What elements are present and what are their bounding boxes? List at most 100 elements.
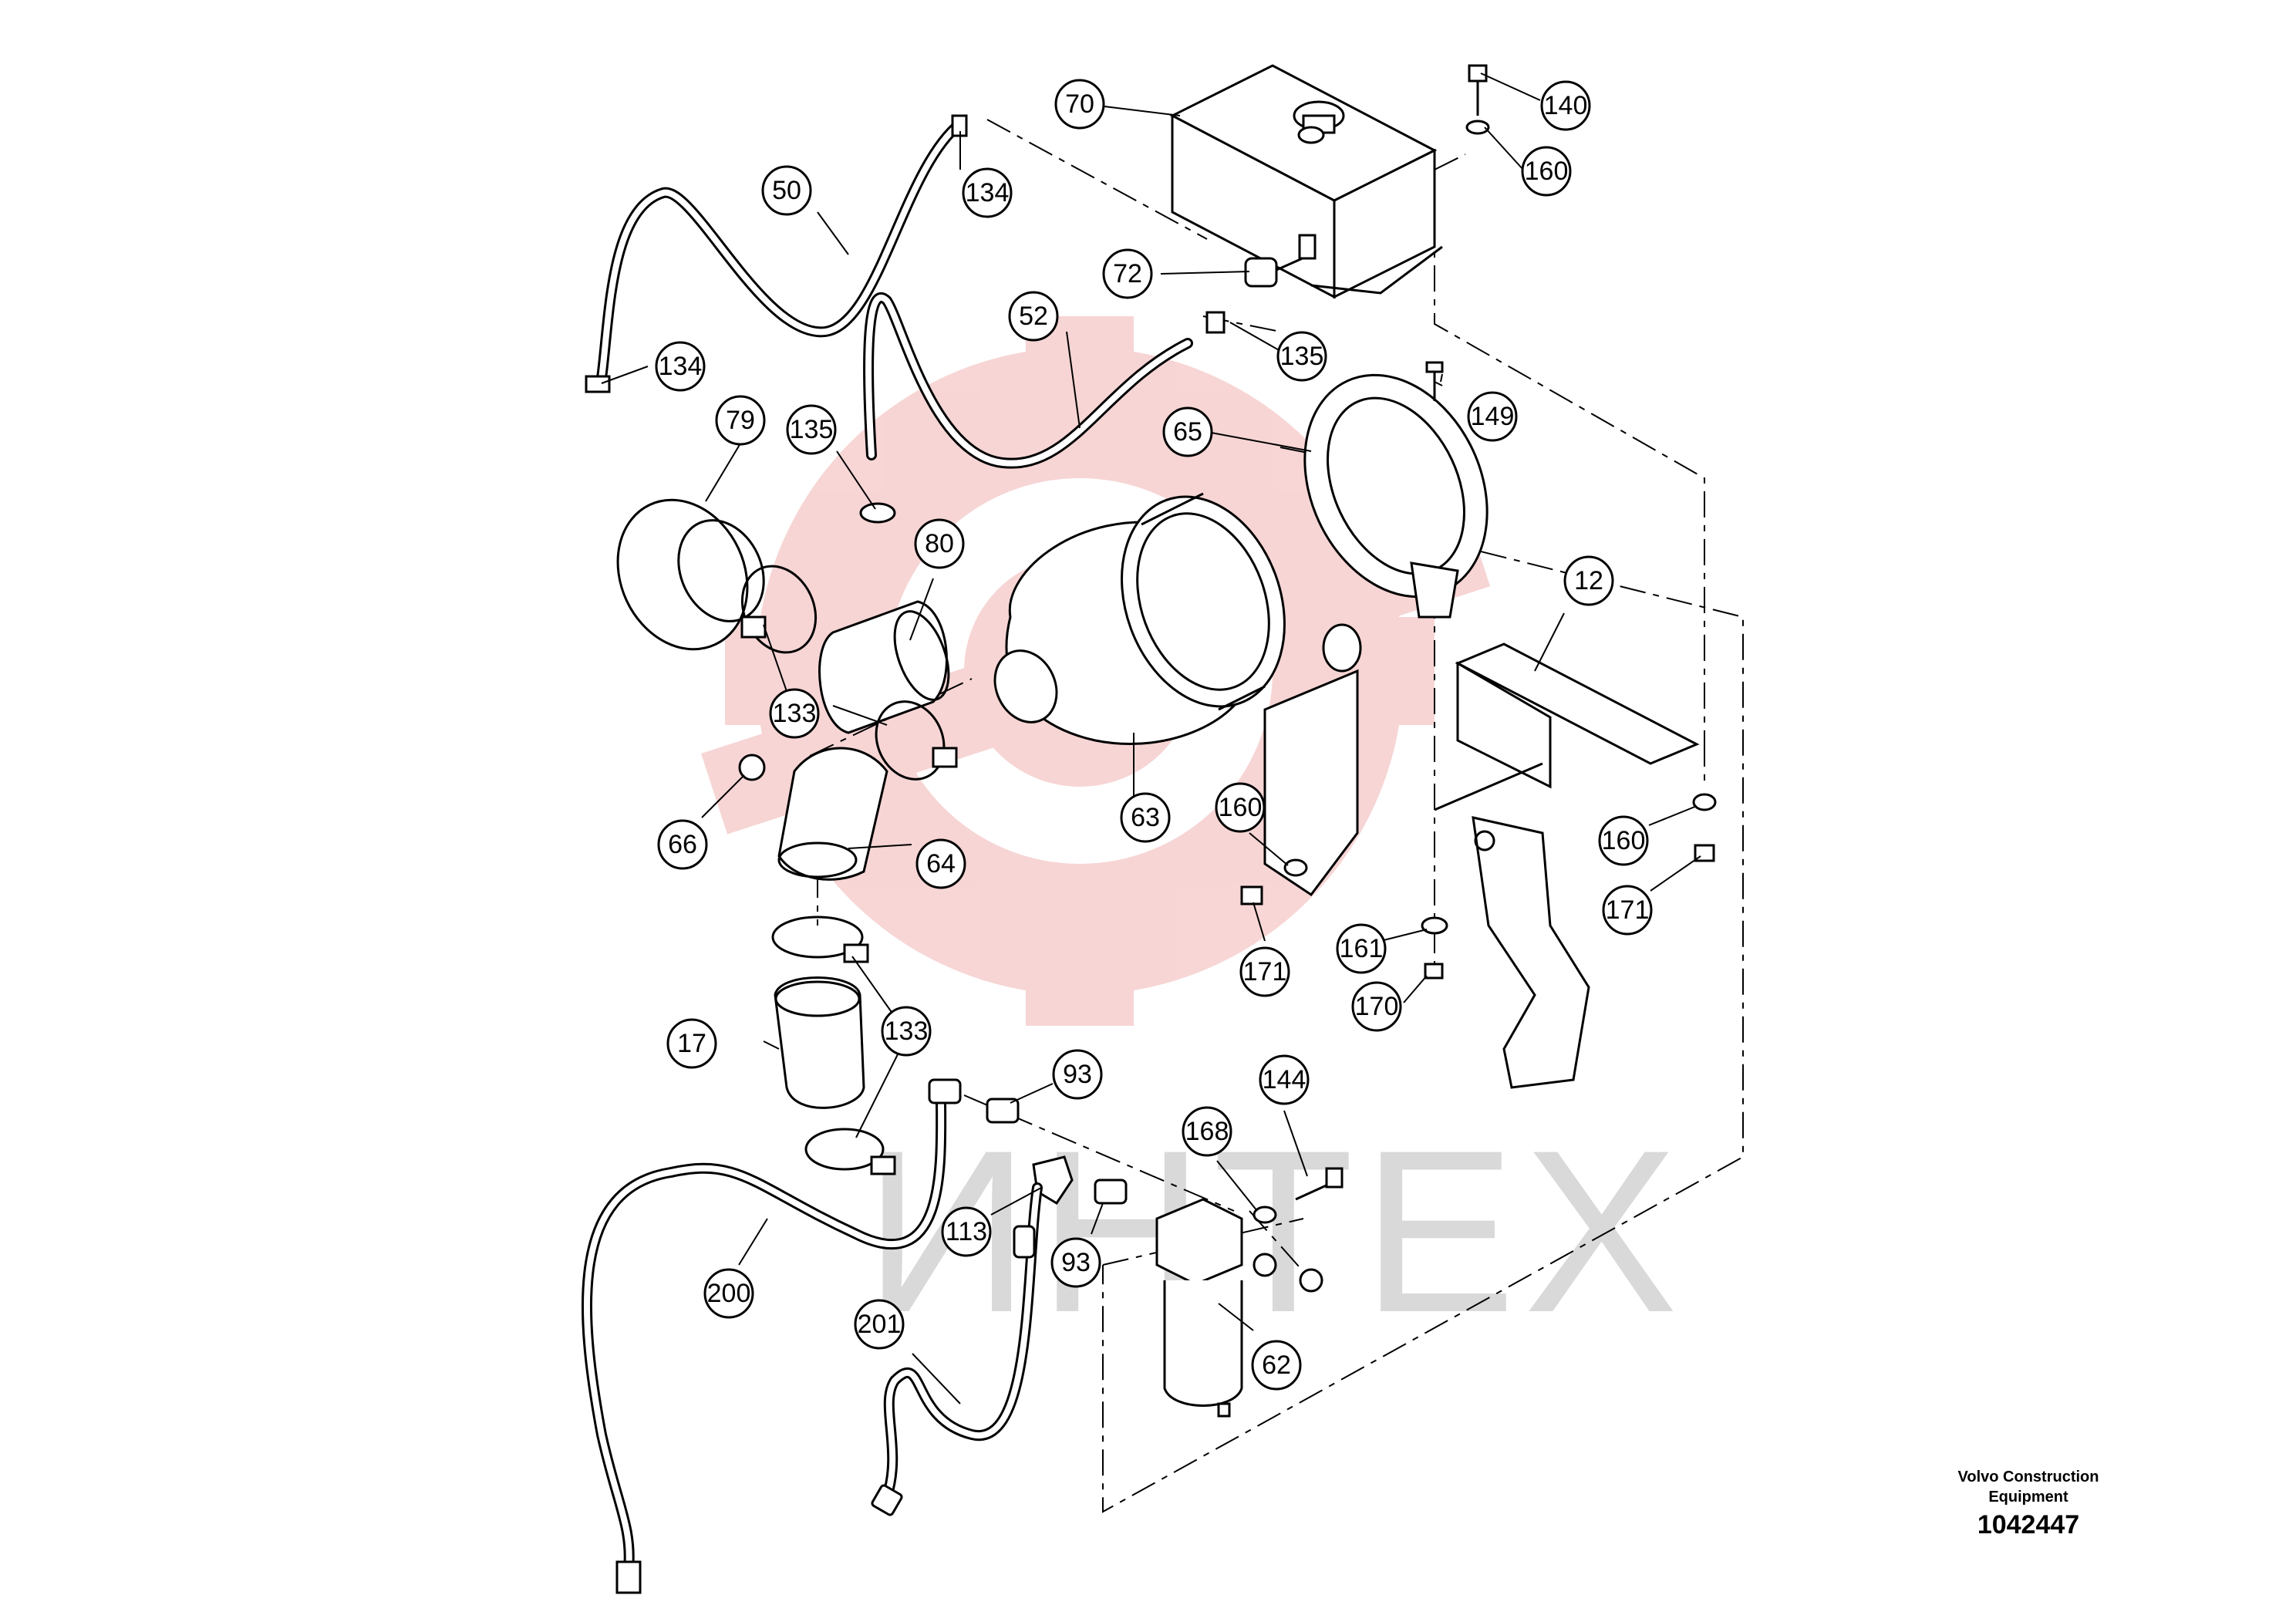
callout-113: 113 [941, 1206, 992, 1257]
callout-65: 65 [1162, 406, 1213, 457]
svg-text:134: 134 [966, 178, 1010, 207]
svg-text:144: 144 [1263, 1065, 1306, 1094]
svg-text:62: 62 [1262, 1351, 1291, 1380]
svg-text:135: 135 [790, 415, 834, 444]
air-filter-63 [993, 492, 1286, 745]
filter-62 [1155, 1198, 1243, 1418]
bolt-140 [1465, 64, 1490, 135]
svg-text:93: 93 [1063, 1060, 1092, 1089]
bracket-65 [1303, 373, 1489, 619]
svg-text:79: 79 [726, 406, 755, 435]
callout-70: 70 [1054, 79, 1105, 130]
callout-12: 12 [1563, 555, 1614, 606]
callout-170: 170 [1351, 981, 1402, 1032]
svg-text:133: 133 [885, 1017, 929, 1046]
callout-160: 160 [1521, 146, 1572, 197]
bracket-12 [1263, 623, 1700, 1089]
cap-66 [738, 754, 766, 781]
svg-text:160: 160 [1219, 793, 1263, 822]
bolt-149 [1425, 361, 1444, 401]
svg-text:12: 12 [1574, 566, 1603, 595]
elbow-64 [777, 747, 888, 881]
svg-text:168: 168 [1185, 1117, 1229, 1146]
svg-text:135: 135 [1280, 342, 1324, 371]
svg-text:70: 70 [1065, 89, 1094, 119]
svg-text:200: 200 [707, 1279, 751, 1308]
svg-text:149: 149 [1471, 402, 1515, 431]
hose-50 [585, 114, 968, 393]
washer-161 [1421, 916, 1448, 935]
callout-134: 134 [962, 167, 1013, 218]
callout-134: 134 [655, 341, 706, 392]
svg-text:161: 161 [1340, 934, 1384, 963]
callout-66: 66 [657, 819, 708, 870]
svg-text:93: 93 [1061, 1248, 1091, 1277]
watermark-text: ИНТЕХ [864, 1101, 1686, 1361]
callout-93: 93 [1052, 1049, 1103, 1100]
svg-text:66: 66 [668, 830, 697, 859]
callout-80: 80 [914, 518, 965, 569]
svg-text:140: 140 [1544, 91, 1588, 120]
fitting-93-upper [986, 1098, 1020, 1124]
callout-135: 135 [786, 404, 837, 455]
svg-text:201: 201 [858, 1310, 902, 1339]
hose-17 [774, 976, 865, 1109]
svg-text:63: 63 [1131, 803, 1160, 832]
callout-64: 64 [915, 838, 966, 889]
callout-135: 135 [1276, 331, 1327, 382]
svg-text:113: 113 [946, 1217, 987, 1246]
svg-text:160: 160 [1525, 157, 1569, 186]
svg-text:50: 50 [772, 176, 801, 205]
svg-text:171: 171 [1606, 895, 1650, 925]
bolt-144 [1295, 1167, 1344, 1201]
callout-62: 62 [1251, 1340, 1302, 1391]
callout-201: 201 [854, 1299, 905, 1350]
nut-170 [1424, 963, 1444, 980]
hose-201 [871, 1182, 1043, 1516]
callout-72: 72 [1102, 248, 1153, 299]
footer-company: Volvo Construction Equipment [1913, 1467, 2144, 1507]
tube-80 [818, 600, 950, 734]
clamp-133-upper [740, 565, 818, 654]
svg-text:160: 160 [1602, 826, 1646, 855]
washer-160-right [1692, 793, 1717, 811]
svg-text:72: 72 [1113, 259, 1142, 288]
svg-text:133: 133 [773, 699, 817, 728]
washer-168 [1253, 1206, 1277, 1224]
clamp-133-lower [771, 916, 869, 963]
callout-171: 171 [1239, 946, 1290, 997]
leader-lines [601, 73, 1701, 1404]
svg-text:170: 170 [1355, 992, 1399, 1021]
callout-160: 160 [1215, 782, 1266, 833]
hose-52 [859, 292, 1226, 524]
tank-70 [1169, 64, 1443, 299]
callout-200: 200 [703, 1268, 754, 1319]
svg-text:52: 52 [1019, 302, 1048, 331]
callout-160: 160 [1598, 815, 1649, 866]
svg-text:134: 134 [659, 352, 703, 381]
callout-63: 63 [1120, 792, 1171, 843]
company-line-1: Volvo Construction [1957, 1469, 2099, 1485]
plugs [1253, 1253, 1323, 1293]
drawing-number: 1042447 [1977, 1510, 2080, 1539]
callout-52: 52 [1008, 291, 1059, 342]
svg-text:17: 17 [677, 1029, 706, 1058]
callout-149: 149 [1467, 391, 1518, 442]
hose-200 [581, 1078, 962, 1594]
callout-79: 79 [715, 395, 766, 446]
callout-140: 140 [1540, 80, 1591, 131]
callout-171: 171 [1602, 885, 1653, 936]
callout-168: 168 [1182, 1106, 1232, 1157]
svg-text:80: 80 [925, 529, 954, 558]
svg-text:65: 65 [1173, 417, 1202, 447]
company-line-2: Equipment [1988, 1489, 2068, 1506]
washer-160-mid [1283, 858, 1308, 877]
callout-17: 17 [666, 1018, 717, 1069]
cap-79 [616, 498, 765, 651]
svg-text:171: 171 [1243, 957, 1287, 986]
callout-144: 144 [1259, 1054, 1310, 1105]
fitting-93-lower [1094, 1179, 1128, 1205]
callout-93: 93 [1050, 1237, 1101, 1288]
callout-bubbles: 70 140 160 50 134 72 52 135 134 149 79 1… [655, 79, 1653, 1391]
svg-text:64: 64 [926, 849, 956, 878]
